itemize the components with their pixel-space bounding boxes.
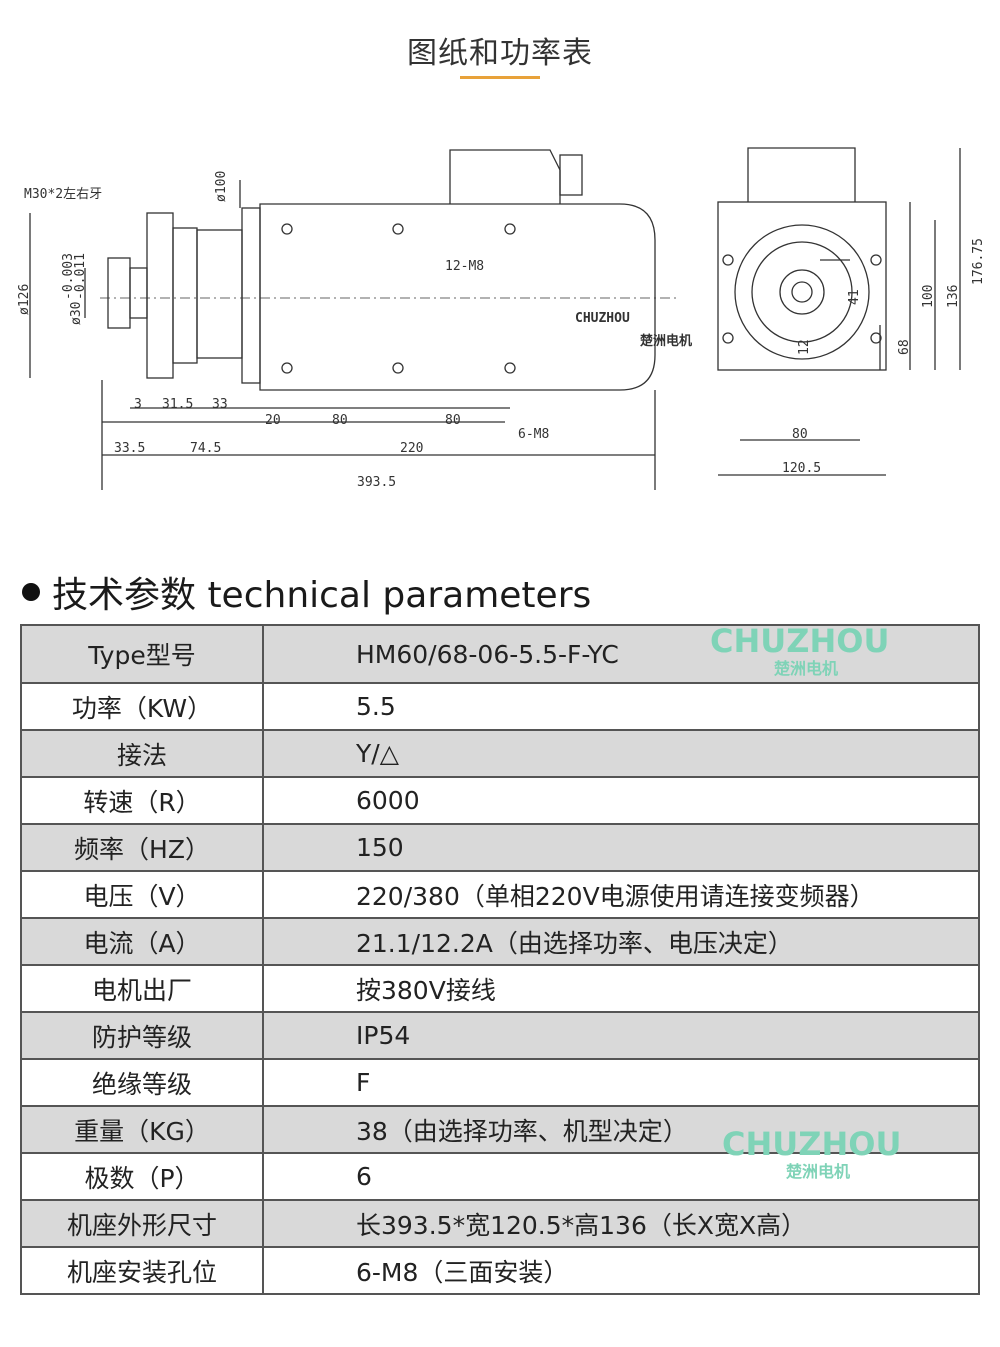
- bullet-icon: [22, 583, 40, 601]
- end-dim-176-75: 176.75: [971, 238, 986, 285]
- param-value: 长393.5*宽120.5*高136（长X宽X高）: [262, 1199, 980, 1248]
- param-label: 电压（V）: [20, 870, 264, 919]
- param-label: 机座外形尺寸: [20, 1199, 264, 1248]
- param-value: F: [262, 1058, 980, 1107]
- param-value: HM60/68-06-5.5-F-YC: [262, 624, 980, 684]
- param-value: 6000: [262, 776, 980, 825]
- param-label: 防护等级: [20, 1011, 264, 1060]
- dim-3: 3: [134, 397, 142, 412]
- param-value: IP54: [262, 1011, 980, 1060]
- dim-33-5: 33.5: [114, 441, 145, 456]
- param-label: 极数（P）: [20, 1152, 264, 1201]
- cable-gland: [559, 154, 583, 196]
- param-value: 220/380（单相220V电源使用请连接变频器）: [262, 870, 980, 919]
- end-view-terminal-box: [747, 147, 856, 202]
- param-value: 6: [262, 1152, 980, 1201]
- table-row: Type型号 HM60/68-06-5.5-F-YC: [20, 624, 980, 684]
- end-dim-12: 12: [797, 339, 812, 355]
- table-row: 电压（V） 220/380（单相220V电源使用请连接变频器）: [20, 870, 980, 919]
- end-dim-80: 80: [792, 427, 808, 442]
- dim-thread: M30*2左右牙: [24, 187, 102, 202]
- motor-body: [259, 203, 656, 391]
- dim-220: 220: [400, 441, 423, 456]
- dim-holes-bottom: 6-M8: [518, 427, 549, 442]
- dim-dia30: ø30: [69, 302, 84, 325]
- end-dim-100: 100: [921, 285, 936, 308]
- mount-hole: [392, 223, 404, 235]
- end-dim-120-5: 120.5: [782, 461, 821, 476]
- mount-hole: [281, 362, 293, 374]
- table-row: 重量（KG） 38（由选择功率、机型决定）: [20, 1105, 980, 1154]
- watermark-logo-sub: 楚洲电机: [640, 333, 692, 349]
- title-underline: [460, 76, 540, 79]
- table-row: 机座外形尺寸 长393.5*宽120.5*高136（长X宽X高）: [20, 1199, 980, 1248]
- table-row: 转速（R） 6000: [20, 776, 980, 825]
- param-label: 接法: [20, 729, 264, 778]
- mount-hole: [504, 223, 516, 235]
- dim-74-5: 74.5: [190, 441, 221, 456]
- table-row: 接法 Y/△: [20, 729, 980, 778]
- table-row: 机座安装孔位 6-M8（三面安装）: [20, 1246, 980, 1295]
- param-value: 按380V接线: [262, 964, 980, 1013]
- watermark-logo: CHUZHOU: [575, 311, 630, 326]
- param-label: 重量（KG）: [20, 1105, 264, 1154]
- mount-hole: [504, 362, 516, 374]
- table-row: 防护等级 IP54: [20, 1011, 980, 1060]
- param-value: 5.5: [262, 682, 980, 731]
- table-row: 极数（P） 6: [20, 1152, 980, 1201]
- param-value: 6-M8（三面安装）: [262, 1246, 980, 1295]
- dim-holes-top: 12-M8: [445, 259, 484, 274]
- end-view-flange: [734, 224, 870, 360]
- dim-tol-upper: -0.003: [61, 253, 76, 300]
- dim-393-5: 393.5: [357, 475, 396, 490]
- param-value: 21.1/12.2A（由选择功率、电压决定）: [262, 917, 980, 966]
- dim-31-5: 31.5: [162, 397, 193, 412]
- param-label: 电机出厂: [20, 964, 264, 1013]
- parameters-table: Type型号 HM60/68-06-5.5-F-YC 功率（KW） 5.5 接法…: [20, 624, 980, 1295]
- front-bearing-housing: [196, 229, 243, 359]
- end-dim-41: 41: [847, 289, 862, 305]
- dim-dia126: ø126: [17, 284, 32, 315]
- terminal-box: [449, 149, 561, 204]
- param-label: 机座安装孔位: [20, 1246, 264, 1295]
- end-dim-68: 68: [897, 339, 912, 355]
- param-label: 功率（KW）: [20, 682, 264, 731]
- end-dim-136: 136: [946, 285, 961, 308]
- table-row: 绝缘等级 F: [20, 1058, 980, 1107]
- param-value: 38（由选择功率、机型决定）: [262, 1105, 980, 1154]
- technical-drawing: M30*2左右牙 ø100 ø126 ø30 -0.003 -0.011 12-…: [17, 147, 986, 490]
- param-label: 电流（A）: [20, 917, 264, 966]
- param-label: 频率（HZ）: [20, 823, 264, 872]
- param-label: 转速（R）: [20, 776, 264, 825]
- section-heading: 技术参数 technical parameters: [22, 566, 591, 618]
- table-row: 频率（HZ） 150: [20, 823, 980, 872]
- pulley-outer: [146, 212, 174, 379]
- dim-80b: 80: [445, 413, 461, 428]
- param-value: 150: [262, 823, 980, 872]
- param-label: Type型号: [20, 624, 264, 684]
- dim-dia100: ø100: [214, 171, 229, 202]
- dim-33: 33: [212, 397, 228, 412]
- mount-hole: [392, 362, 404, 374]
- mount-hole: [281, 223, 293, 235]
- page-title: 图纸和功率表: [407, 36, 593, 71]
- end-view-frame: [717, 201, 887, 371]
- param-value: Y/△: [262, 729, 980, 778]
- pulley-mid: [172, 227, 198, 364]
- dim-20: 20: [265, 413, 281, 428]
- front-flange: [241, 207, 261, 384]
- table-row: 电流（A） 21.1/12.2A（由选择功率、电压决定）: [20, 917, 980, 966]
- section-heading-text: 技术参数 technical parameters: [52, 575, 592, 616]
- dim-80a: 80: [332, 413, 348, 428]
- shaft: [129, 267, 148, 319]
- dim-tol-lower: -0.011: [73, 253, 88, 300]
- shaft-nut: [107, 257, 131, 329]
- param-label: 绝缘等级: [20, 1058, 264, 1107]
- table-row: 电机出厂 按380V接线: [20, 964, 980, 1013]
- table-row: 功率（KW） 5.5: [20, 682, 980, 731]
